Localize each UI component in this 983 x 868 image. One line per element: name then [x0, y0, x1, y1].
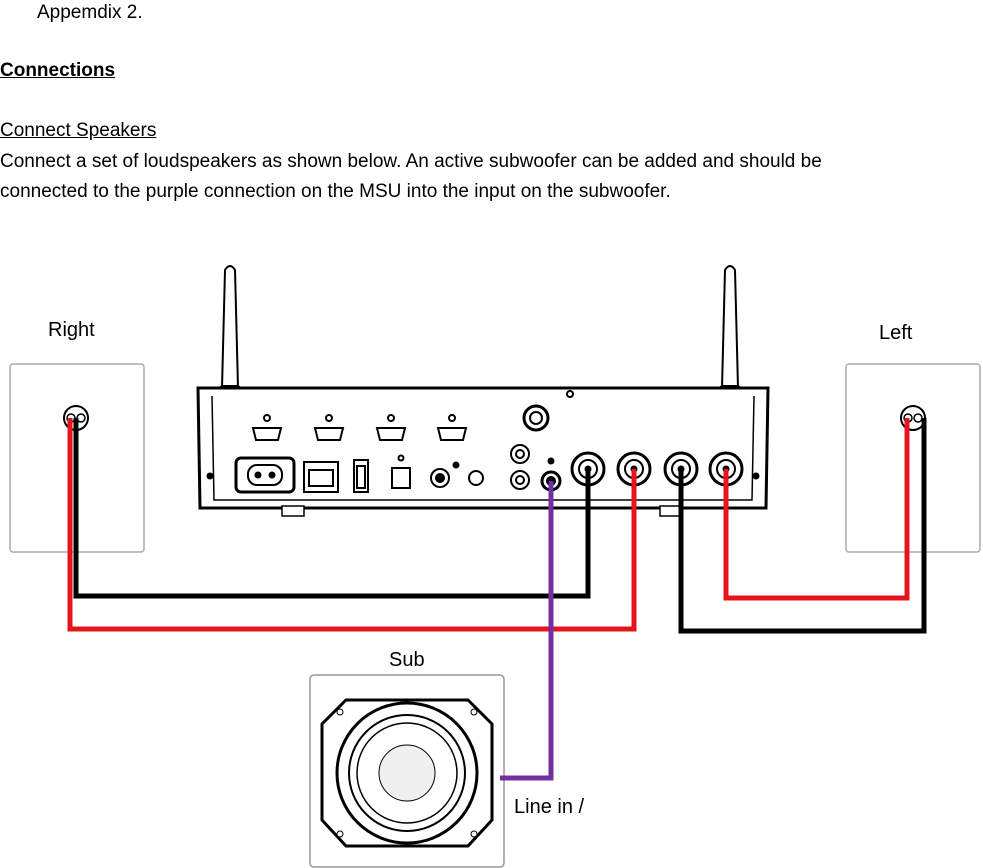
subsection-heading: Connect Speakers: [0, 120, 157, 141]
wire-left-positive: [723, 418, 910, 601]
wire-right-positive: [67, 418, 637, 632]
section-heading: Connections: [0, 60, 116, 81]
label-right-speaker: Right: [48, 319, 95, 341]
label-line-in: Line in /: [514, 796, 585, 818]
rear-panel-ports: [234, 454, 484, 494]
label-subwoofer: Sub: [389, 649, 425, 671]
hdmi-ports: [251, 414, 468, 441]
rear-panel-jacks: [510, 390, 574, 492]
wire-left-negative: [678, 418, 927, 634]
body-text-line-1: Connect a set of loudspeakers as shown b…: [0, 151, 822, 172]
wire-right-negative: [73, 418, 591, 599]
label-left-speaker: Left: [879, 322, 913, 344]
wire-subwoofer: [500, 481, 554, 781]
left-speaker: [845, 363, 981, 553]
body-text-line-2: connected to the purple connection on th…: [0, 181, 671, 202]
subwoofer: [309, 674, 505, 868]
appendix-label: Appemdix 2.: [37, 2, 143, 23]
